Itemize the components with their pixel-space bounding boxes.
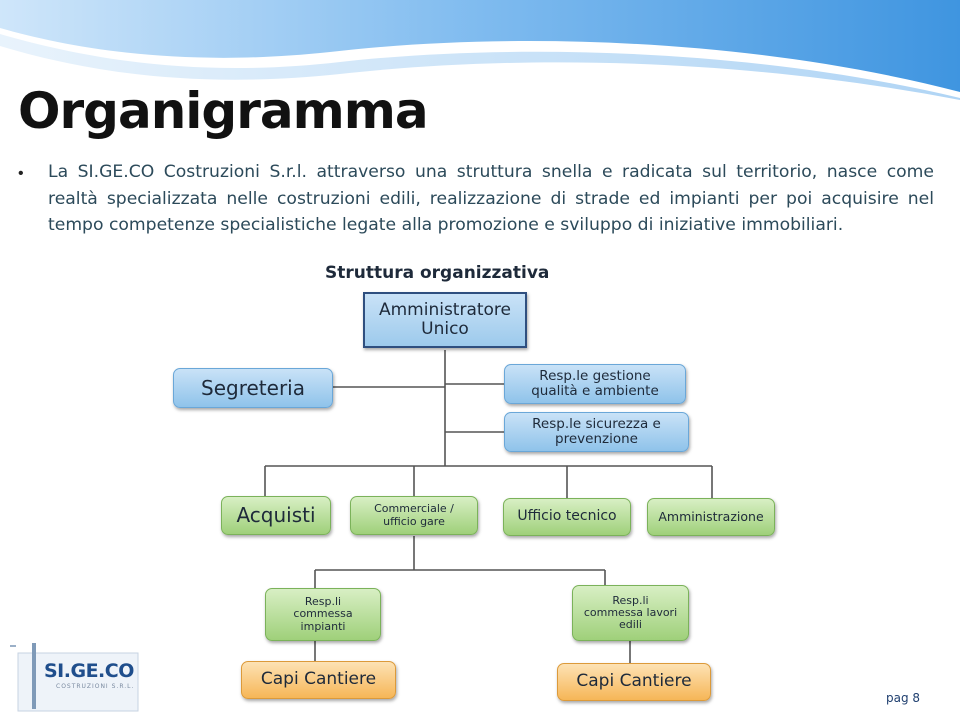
resp-lavori-box: Resp.li commessa lavori edili <box>572 585 689 641</box>
capi-cantiere-label-2: Capi Cantiere <box>576 671 692 692</box>
admin-box: Amministratore Unico <box>363 292 527 348</box>
commerciale-box: Commerciale / ufficio gare <box>350 496 478 535</box>
segreteria-box: Segreteria <box>173 368 333 408</box>
slide-title: Organigramma <box>18 82 429 140</box>
resp-sicurezza-label: Resp.le sicurezza e prevenzione <box>532 415 661 447</box>
resp-lavori-label: Resp.li commessa lavori edili <box>583 593 678 632</box>
ufficio-tecnico-box: Ufficio tecnico <box>503 498 631 536</box>
intro-paragraph: La SI.GE.CO Costruzioni S.r.l. attravers… <box>48 162 934 236</box>
bullet-icon: • <box>18 165 24 182</box>
capi-cantiere-box-2: Capi Cantiere <box>557 663 711 701</box>
commerciale-label: Commerciale / ufficio gare <box>374 502 454 528</box>
org-chart-subtitle: Struttura organizzativa <box>325 263 550 283</box>
capi-cantiere-label-1: Capi Cantiere <box>260 669 377 690</box>
capi-cantiere-box-1: Capi Cantiere <box>241 661 396 699</box>
header-wave <box>0 0 960 100</box>
page-number: pag 8 <box>886 691 921 705</box>
resp-qualita-label: Resp.le gestione qualità e ambiente <box>531 367 659 399</box>
resp-impianti-box: Resp.li commessa impianti <box>265 588 381 641</box>
resp-qualita-box: Resp.le gestione qualità e ambiente <box>504 364 686 404</box>
logo-name: SI.GE.CO <box>44 660 134 682</box>
acquisti-label: Acquisti <box>236 503 316 528</box>
logo-tagline: COSTRUZIONI S.R.L. <box>56 683 135 690</box>
resp-impianti-label: Resp.li commessa impianti <box>293 595 353 633</box>
resp-sicurezza-box: Resp.le sicurezza e prevenzione <box>504 412 689 452</box>
segreteria-label: Segreteria <box>201 375 305 400</box>
amministrazione-label: Amministrazione <box>658 509 764 524</box>
ufficio-tecnico-label: Ufficio tecnico <box>517 508 617 525</box>
amministrazione-box: Amministrazione <box>647 498 775 536</box>
acquisti-box: Acquisti <box>221 496 331 535</box>
admin-label: Amministratore Unico <box>378 299 512 339</box>
company-logo <box>10 643 139 712</box>
